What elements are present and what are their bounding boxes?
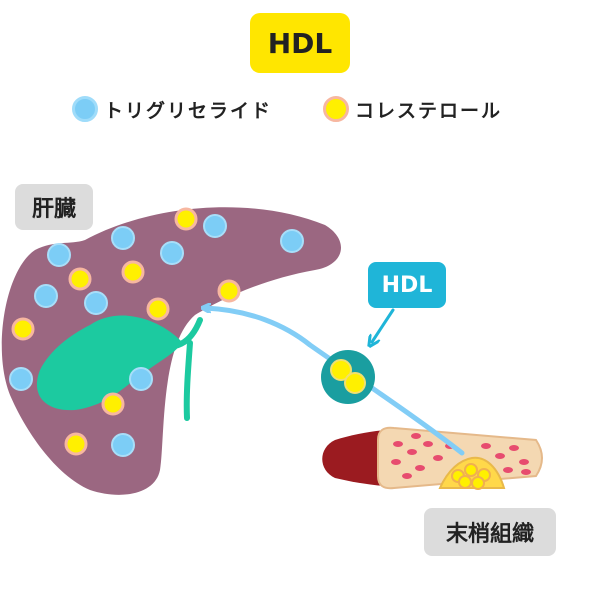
legend-label-triglyceride: トリグリセライド [104,99,273,122]
legend-item-triglyceride: トリグリセライド [72,92,272,126]
title-badge: HDL [250,13,350,73]
transport-arrow [205,308,465,456]
cholesterol-particle [121,260,145,284]
triglyceride-particle [47,243,71,267]
gallbladder-shape [36,315,181,411]
liver-label-text: 肝臓 [31,197,76,222]
liver-label: 肝臓 [15,184,93,230]
peripheral-tissue-label: 末梢組織 [424,508,556,556]
triglyceride-dot-icon [72,96,98,122]
plaque-cholesterol [451,463,491,490]
triglyceride-particle [129,367,153,391]
triglyceride-particle [9,367,33,391]
blood-cells [391,433,531,479]
triglyceride-particle [111,226,135,250]
triglyceride-particle [203,214,227,238]
cholesterol-particle [174,207,198,231]
hdl-particle [321,350,375,404]
hdl-callout: HDL [368,262,446,308]
triglyceride-particle [280,229,304,253]
vessel-inner [377,426,543,490]
legend-item-cholesterol: コレステロール [323,92,502,126]
peripheral-tissue-text: 末梢組織 [445,522,534,547]
cholesterol-dot-icon [323,96,349,122]
cholesterol-particle [64,432,88,456]
cholesterol-particle [68,267,92,291]
legend: トリグリセライド コレステロール [0,92,600,126]
callout-pointer [372,308,395,342]
triglyceride-particle [160,241,184,265]
cholesterol-particle [101,392,125,416]
cholesterol-particle [146,297,170,321]
hdl-callout-text: HDL [381,272,433,298]
blood-vessel [322,426,543,490]
bile-duct [152,317,203,421]
legend-label-cholesterol: コレステロール [355,99,503,122]
liver-particles [9,207,304,457]
page-title: HDL [267,26,333,60]
triglyceride-particle [84,291,108,315]
cholesterol-particle [217,279,241,303]
triglyceride-particle [111,433,135,457]
triglyceride-particle [34,284,58,308]
cholesterol-particle [11,317,35,341]
